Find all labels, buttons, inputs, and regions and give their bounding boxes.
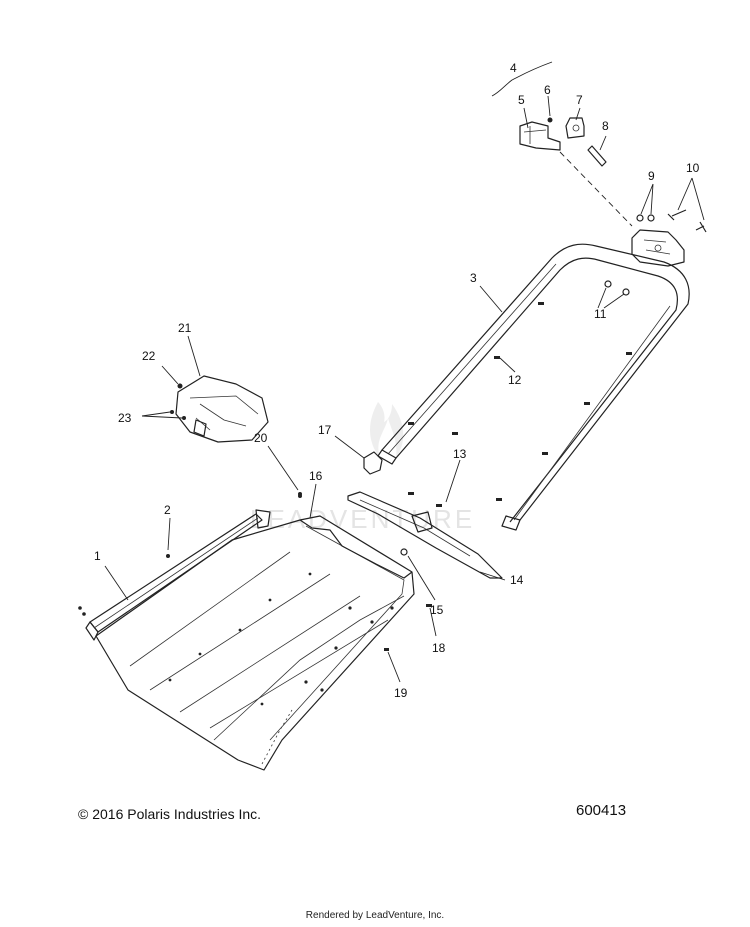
copyright-notice: © 2016 Polaris Industries Inc. bbox=[78, 806, 262, 822]
screw-part-6[interactable] bbox=[547, 117, 553, 123]
diagram-number: 600413 bbox=[576, 802, 627, 819]
bolt-part-10a[interactable] bbox=[667, 209, 687, 221]
bolt-part-20[interactable] bbox=[298, 494, 302, 498]
frame-part-3[interactable] bbox=[377, 243, 690, 531]
bolt-part-10b[interactable] bbox=[695, 221, 707, 233]
part-4-brace bbox=[491, 61, 553, 97]
washer-part-9a[interactable] bbox=[636, 214, 644, 222]
callout-15: 15 bbox=[430, 603, 444, 617]
callout-17: 17 bbox=[318, 423, 332, 437]
brace-part-14[interactable] bbox=[347, 491, 503, 579]
callout-13: 13 bbox=[453, 447, 467, 461]
watermark-text: LEADVENTURE bbox=[250, 504, 475, 534]
screw-part-23b[interactable] bbox=[182, 416, 186, 420]
nut-part-11b[interactable] bbox=[622, 288, 630, 296]
watermark-logo bbox=[370, 402, 404, 458]
callout-18: 18 bbox=[432, 641, 446, 655]
callout-20: 20 bbox=[254, 431, 268, 445]
washer-part-15[interactable] bbox=[400, 548, 408, 556]
callout-16: 16 bbox=[309, 469, 323, 483]
callout-labels: 1 2 3 4 5 6 7 8 9 10 11 12 13 14 15 16 1… bbox=[94, 61, 700, 700]
rail-part-1[interactable] bbox=[85, 509, 271, 641]
pivot-block-part-7[interactable] bbox=[565, 117, 585, 139]
callout-6: 6 bbox=[544, 83, 551, 97]
callout-4: 4 bbox=[510, 61, 517, 75]
callout-3: 3 bbox=[470, 271, 477, 285]
callout-12: 12 bbox=[508, 373, 522, 387]
callout-2: 2 bbox=[164, 503, 171, 517]
hinge-mount-bracket[interactable] bbox=[631, 229, 685, 267]
frame-bolts bbox=[408, 302, 632, 507]
callout-9: 9 bbox=[648, 169, 655, 183]
screw-part-23a[interactable] bbox=[170, 410, 174, 414]
callout-8: 8 bbox=[602, 119, 609, 133]
callout-23: 23 bbox=[118, 411, 132, 425]
callout-7: 7 bbox=[576, 93, 583, 107]
callout-5: 5 bbox=[518, 93, 525, 107]
callout-1: 1 bbox=[94, 549, 101, 563]
nut-part-11a[interactable] bbox=[604, 280, 612, 288]
callout-21: 21 bbox=[178, 321, 192, 335]
bolt-part-19[interactable] bbox=[384, 648, 389, 651]
leader-lines bbox=[104, 95, 705, 683]
callout-22: 22 bbox=[142, 349, 156, 363]
bolt-part-18[interactable] bbox=[426, 604, 432, 607]
screw-part-2[interactable] bbox=[166, 554, 170, 558]
rail-screws bbox=[78, 606, 86, 616]
callout-10: 10 bbox=[686, 161, 700, 175]
screw-part-22[interactable] bbox=[177, 383, 183, 389]
floor-panel-part-16[interactable] bbox=[95, 515, 415, 771]
washer-part-9b[interactable] bbox=[647, 214, 655, 222]
alignment-line bbox=[559, 151, 633, 227]
rendered-by-footer: Rendered by LeadVenture, Inc. bbox=[305, 910, 445, 921]
clip-part-17[interactable] bbox=[363, 451, 383, 475]
callout-11: 11 bbox=[594, 307, 607, 321]
pin-part-8[interactable] bbox=[587, 145, 607, 167]
callout-14: 14 bbox=[510, 573, 524, 587]
cover-part-21[interactable] bbox=[175, 375, 269, 443]
hinge-bracket-part-5[interactable] bbox=[519, 121, 561, 151]
callout-19: 19 bbox=[394, 686, 408, 700]
